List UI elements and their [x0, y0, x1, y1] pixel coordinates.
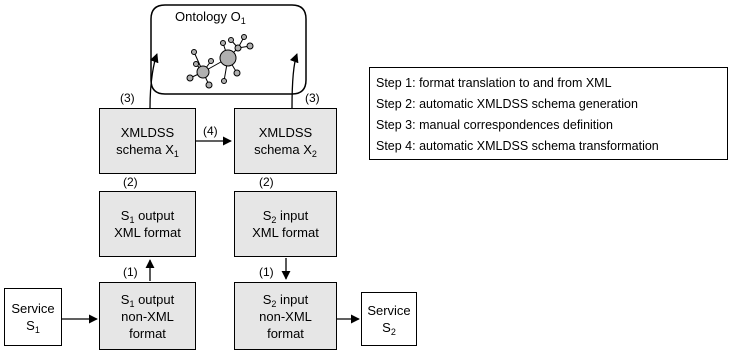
arrow-x1-to-ontology: [149, 53, 159, 109]
s2-input-xml-format-box: S2 input XML format: [234, 191, 337, 257]
step-1-label-right: (1): [259, 265, 274, 279]
xmldss-schema-x2-box: XMLDSS schema X2: [234, 108, 337, 174]
step-4-label: (4): [203, 124, 218, 138]
step-1-label-left: (1): [123, 265, 138, 279]
service-s2-box: Service S2: [361, 292, 417, 346]
ontology-label: Ontology O1: [175, 9, 246, 26]
step-3-label-left: (3): [120, 91, 135, 105]
legend-step-4: Step 4: automatic XMLDSS schema transfor…: [376, 139, 659, 153]
legend-step-2: Step 2: automatic XMLDSS schema generati…: [376, 97, 638, 111]
xmldss-schema-x1-box: XMLDSS schema X1: [99, 108, 196, 174]
step-2-label-right: (2): [259, 175, 274, 189]
legend-step-3: Step 3: manual correspondences definitio…: [376, 118, 613, 132]
s2-input-nonxml-format-box: S2 input non-XML format: [234, 282, 337, 350]
service-s1-box: Service S1: [4, 288, 62, 346]
arrow-x2-to-ontology: [289, 53, 299, 109]
legend-step-1: Step 1: format translation to and from X…: [376, 76, 612, 90]
step-3-label-right: (3): [305, 91, 320, 105]
steps-legend: Step 1: format translation to and from X…: [369, 67, 728, 160]
ontology-graph-icon: [186, 34, 254, 89]
s1-output-nonxml-format-box: S1 output non-XML format: [99, 282, 196, 350]
step-2-label-left: (2): [123, 175, 138, 189]
s1-output-xml-format-box: S1 output XML format: [99, 191, 196, 257]
